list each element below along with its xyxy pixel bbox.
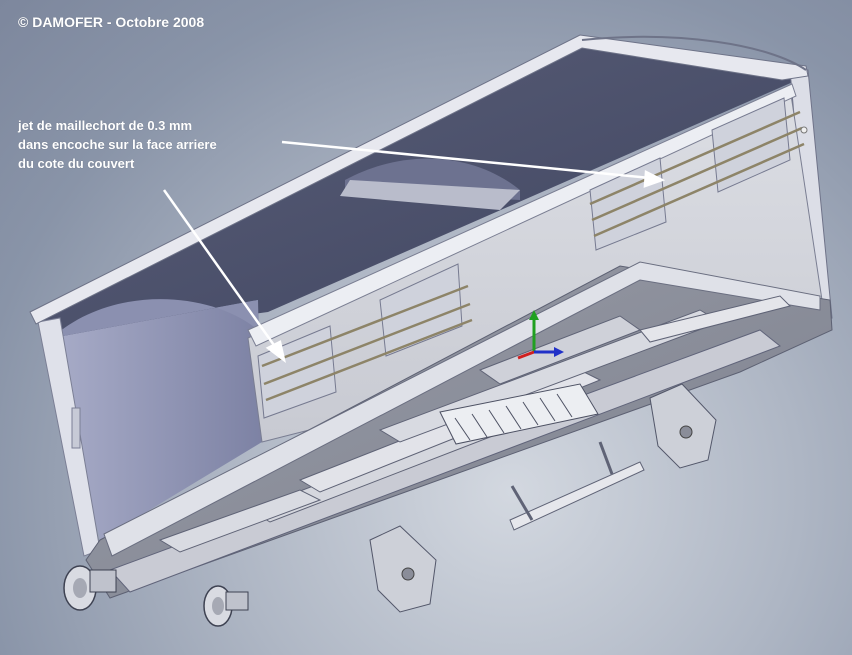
annotation-line-2: dans encoche sur la face arriere (18, 137, 217, 152)
end-wall-left (37, 299, 262, 557)
chassis-frame (85, 261, 833, 599)
annotation-note: jet de maillechort de 0.3 mm dans encoch… (18, 116, 217, 173)
copyright-caption: © DAMOFER - Octobre 2008 (18, 14, 205, 30)
coordinate-triad-icon (517, 310, 564, 360)
roof-edge-rail (29, 34, 809, 325)
buffers (63, 565, 249, 627)
axle-guard-rear (649, 383, 717, 469)
window-group-left (257, 263, 473, 419)
annotation-line-1: jet de maillechort de 0.3 mm (18, 118, 193, 133)
leader-arrow-icon (162, 140, 666, 364)
annotation-line-3: du cote du couvert (18, 156, 135, 171)
axle-guard-front (369, 525, 437, 613)
